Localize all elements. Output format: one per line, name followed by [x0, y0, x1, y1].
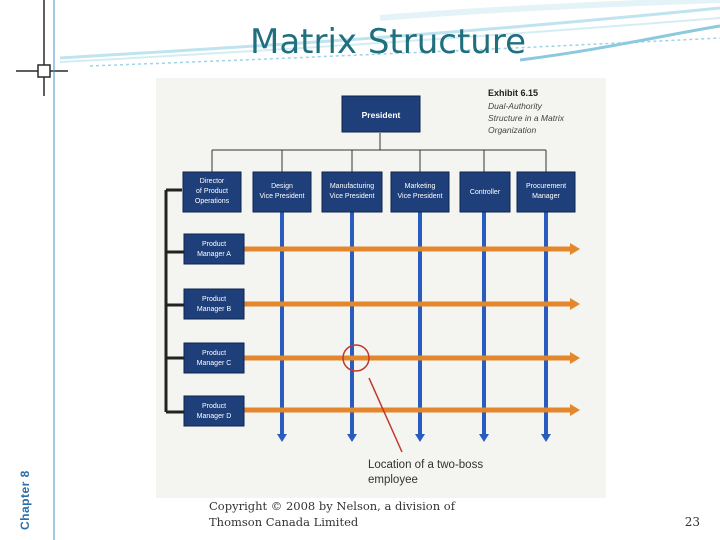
product-manager-d-line-1: Product: [202, 403, 226, 410]
product-manager-d-box: [183, 395, 245, 427]
exhibit-caption-line-2: Structure in a Matrix: [488, 113, 565, 123]
exhibit-label: Exhibit 6.15: [488, 88, 538, 98]
product-manager-a-line-1: Product: [202, 241, 226, 248]
marketing-vp-label-line-1: Marketing: [405, 183, 436, 190]
product-manager-c-box: [183, 342, 245, 374]
horizontal-arrowhead-product-a: [570, 243, 580, 255]
president-box: [341, 95, 421, 133]
design-vp-label-line-1: Design: [271, 183, 293, 190]
president-label: President: [362, 110, 401, 120]
product-manager-c-line-2: Manager C: [197, 360, 232, 367]
swoosh-1: [59, 6, 720, 60]
director-label-line-1: Director: [200, 178, 225, 185]
product-manager-b-line-1: Product: [202, 296, 226, 303]
manufacturing-vp-label-line-1: Manufacturing: [330, 183, 374, 190]
vertical-arrowhead-design: [277, 434, 287, 442]
product-manager-boxes: Product Manager A Product Manager B Prod…: [183, 233, 245, 427]
director-label-line-3: Operations: [195, 198, 230, 205]
exhibit-caption-line-1: Dual-Authority: [488, 101, 543, 111]
controller-box: [459, 171, 511, 213]
director-label-line-2: of Product: [196, 188, 228, 195]
procurement-label-line-1: Procurement: [526, 183, 566, 190]
annotation-line-2: employee: [368, 474, 418, 486]
vertical-arrowhead-procurement: [541, 434, 551, 442]
product-manager-b-box: [183, 288, 245, 320]
two-boss-highlight-circle: [342, 344, 370, 372]
slide-title: Matrix Structure: [249, 22, 527, 62]
design-vp-box: [252, 171, 312, 213]
copyright-notice: Copyright © 2008 by Nelson, a division o…: [209, 498, 469, 530]
diagram-background: [156, 78, 606, 498]
hierarchy-connectors: [211, 133, 547, 172]
swoosh-2: [59, 17, 720, 63]
vertical-arrowhead-manufacturing: [347, 434, 357, 442]
product-manager-b-line-2: Manager B: [197, 306, 232, 313]
crosshair-square: [37, 64, 51, 78]
product-manager-a-line-2: Manager A: [197, 251, 231, 258]
vertical-arrowhead-controller: [479, 434, 489, 442]
manufacturing-vp-box: [321, 171, 383, 213]
product-manager-d-line-2: Manager D: [197, 413, 232, 420]
director-box: [182, 171, 242, 213]
exhibit-caption-line-3: Organization: [488, 125, 536, 135]
vertical-arrowhead-marketing: [415, 434, 425, 442]
product-manager-c-line-1: Product: [202, 350, 226, 357]
horizontal-arrowhead-product-b: [570, 298, 580, 310]
functional-manager-boxes: Director of Product Operations Design Vi…: [182, 171, 576, 213]
copyright-line-2: Thomson Canada Limited: [209, 515, 359, 529]
procurement-label-line-2: Manager: [532, 193, 560, 200]
design-vp-label-line-2: Vice President: [259, 193, 304, 200]
horizontal-arrowhead-product-d: [570, 404, 580, 416]
page-number: 23: [684, 515, 700, 529]
manufacturing-vp-label-line-2: Vice President: [329, 193, 374, 200]
swoosh-4: [519, 24, 720, 62]
swoosh-5: [379, 0, 720, 21]
horizontal-arrowhead-product-c: [570, 352, 580, 364]
product-authority-lines: [244, 243, 580, 416]
marketing-vp-label-line-2: Vice President: [397, 193, 442, 200]
product-bracket: [164, 188, 184, 414]
procurement-box: [516, 171, 576, 213]
marketing-vp-box: [390, 171, 450, 213]
annotation-pointer-line: [368, 377, 403, 453]
copyright-line-1: Copyright © 2008 by Nelson, a division o…: [209, 499, 455, 513]
annotation-line-1: Location of a two-boss: [368, 459, 483, 471]
controller-label: Controller: [470, 189, 501, 196]
product-manager-a-box: [183, 233, 245, 265]
